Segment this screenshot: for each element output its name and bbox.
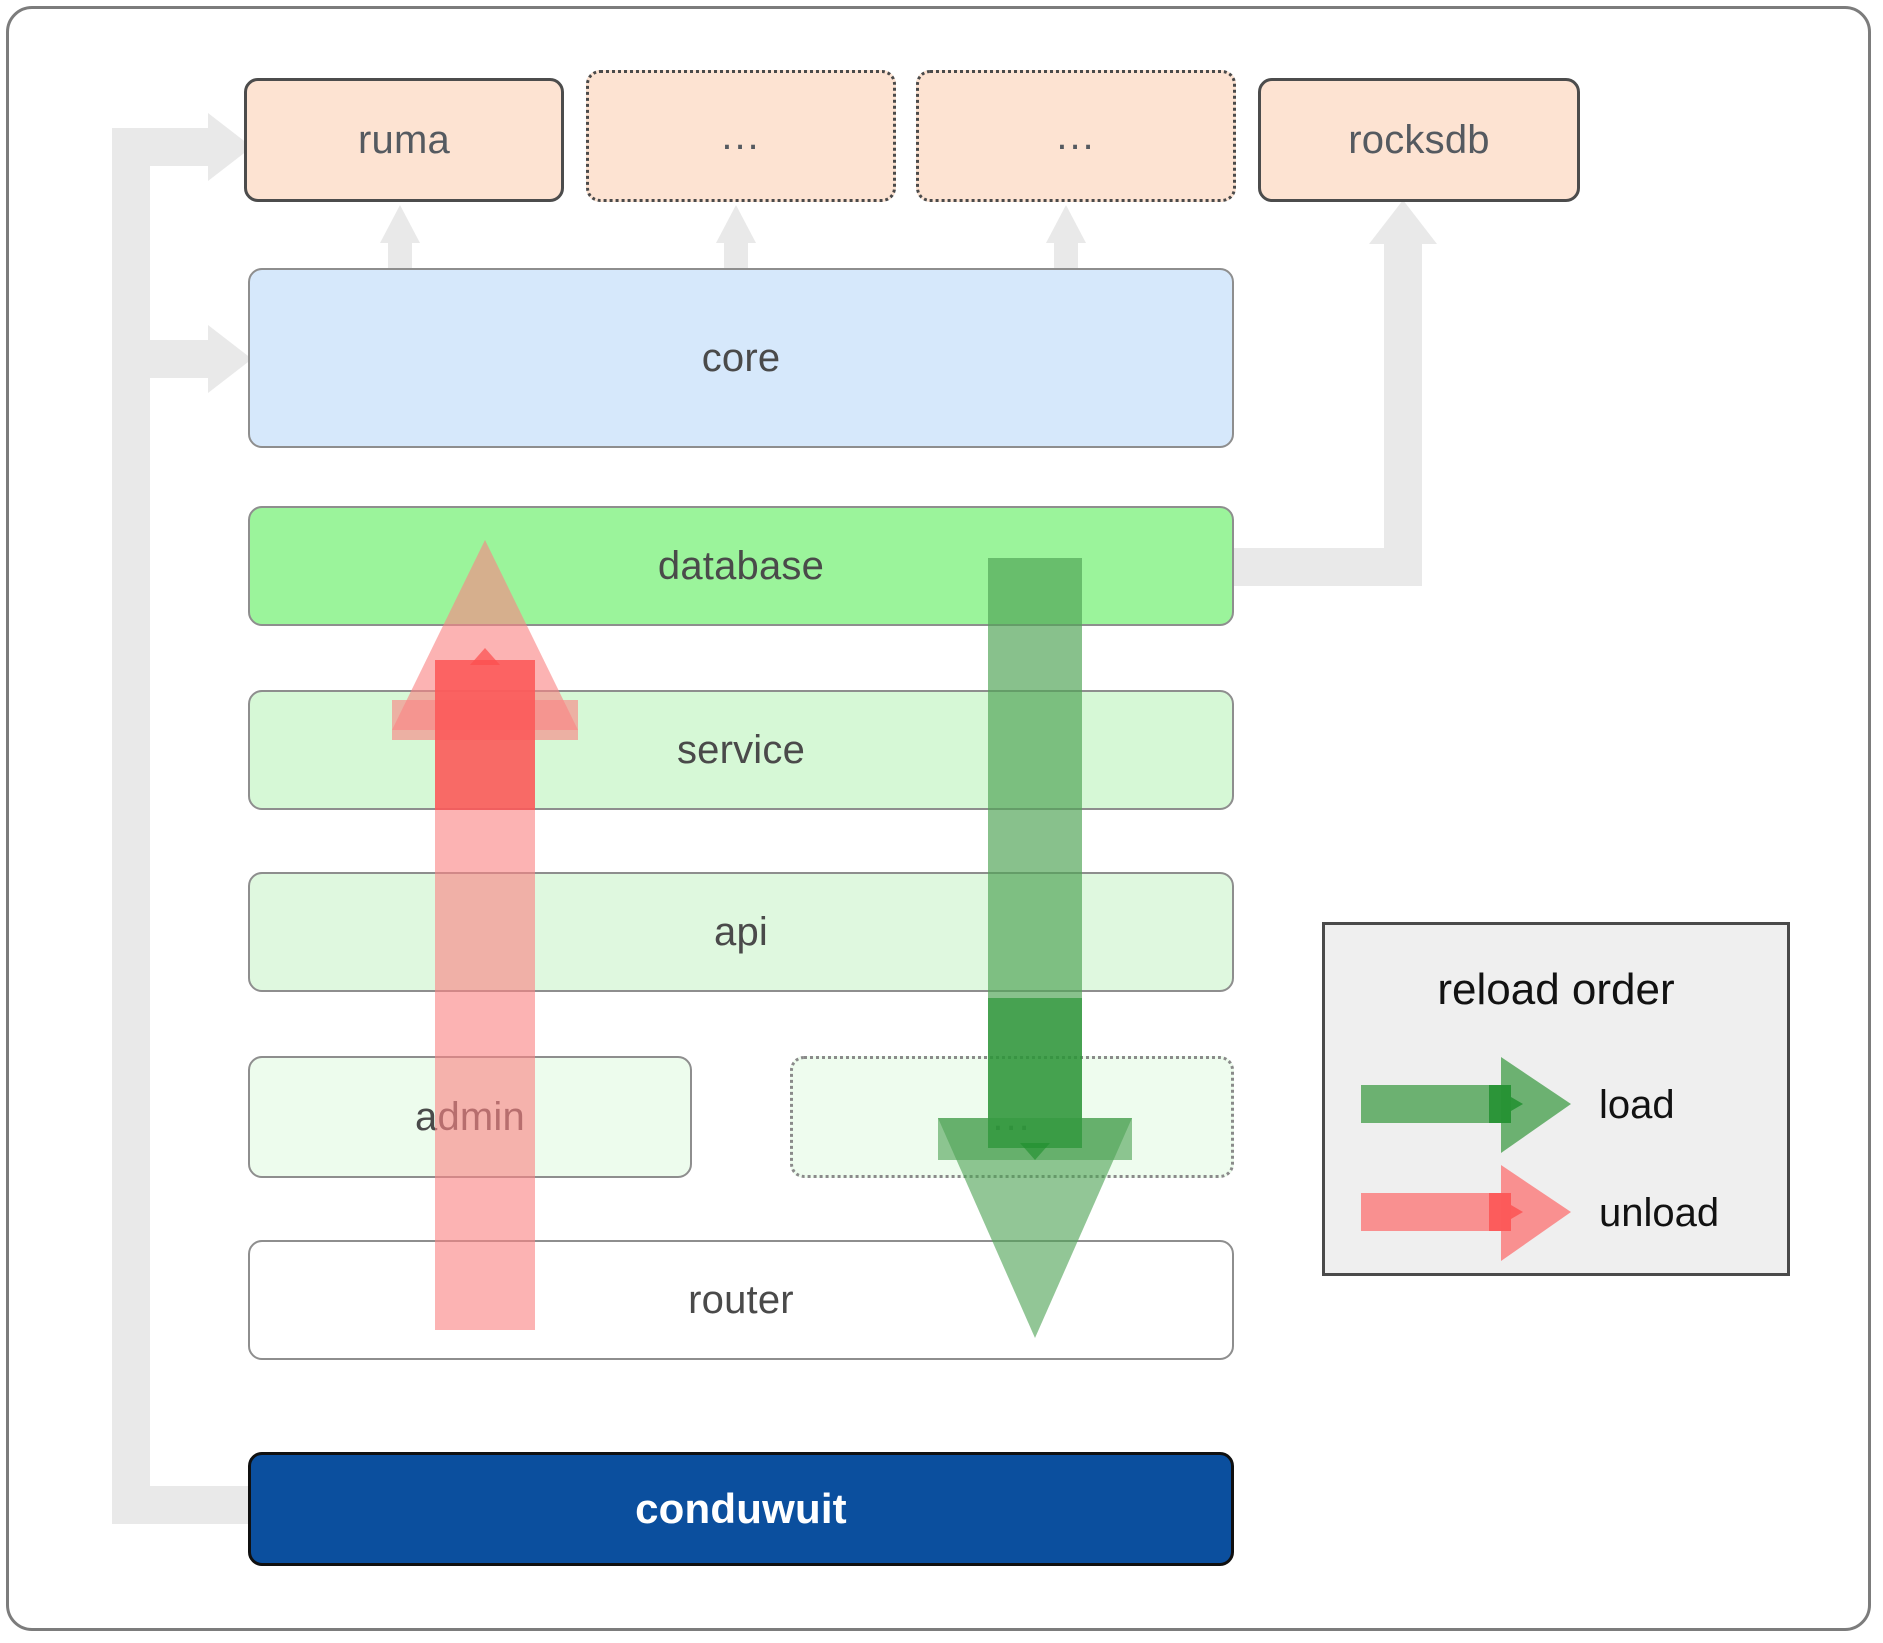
load-legend-arrow-icon: [1361, 1057, 1571, 1153]
layer-api-label: api: [714, 909, 768, 954]
crate-stub-1-label: ...: [721, 113, 761, 158]
crate-ruma[interactable]: ruma: [244, 78, 564, 202]
layer-admin[interactable]: admin: [248, 1056, 692, 1178]
crate-stub-2-label: ...: [1056, 113, 1096, 158]
connector-arrowhead-core-to-stub1: [716, 205, 756, 243]
connector-spine-vertical: [112, 128, 150, 1524]
connector-arrowhead-core-to-ruma: [380, 205, 420, 243]
connector-arrowhead-rocksdb: [1369, 200, 1437, 244]
unload-legend-arrow-icon: [1361, 1165, 1571, 1261]
binary-conduwuit[interactable]: conduwuit: [248, 1452, 1234, 1566]
crate-stub-1[interactable]: ...: [586, 70, 896, 202]
layer-service[interactable]: service: [248, 690, 1234, 810]
diagram-frame: [6, 6, 1871, 1631]
binary-conduwuit-label: conduwuit: [635, 1485, 847, 1532]
connector-to-conduwuit: [112, 1486, 252, 1524]
layer-router-label: router: [688, 1277, 794, 1322]
crate-stub-2[interactable]: ...: [916, 70, 1236, 202]
crate-rocksdb[interactable]: rocksdb: [1258, 78, 1580, 202]
layer-database[interactable]: database: [248, 506, 1234, 626]
connector-arrowhead-core-to-stub2: [1046, 205, 1086, 243]
legend-row-unload: unload: [1361, 1165, 1719, 1261]
legend-label-load: load: [1599, 1082, 1675, 1127]
crate-ruma-label: ruma: [358, 117, 450, 162]
legend-row-load: load: [1361, 1057, 1675, 1153]
layer-stub[interactable]: ...: [790, 1056, 1234, 1178]
connector-branch-core: [112, 340, 222, 378]
connector-database-to-rocksdb-vertical: [1384, 238, 1422, 586]
legend-label-unload: unload: [1599, 1190, 1720, 1235]
layer-api[interactable]: api: [248, 872, 1234, 992]
layer-core-label: core: [701, 335, 781, 380]
connector-branch-ruma: [112, 128, 222, 166]
legend-title: reload order: [1437, 965, 1675, 1014]
connector-arrowhead-core: [208, 325, 252, 393]
layer-stub-label: ...: [992, 1094, 1032, 1139]
layer-database-label: database: [657, 543, 825, 588]
crate-rocksdb-label: rocksdb: [1348, 117, 1490, 162]
layer-service-label: service: [676, 727, 806, 772]
layer-router[interactable]: router: [248, 1240, 1234, 1360]
layer-core[interactable]: core: [248, 268, 1234, 448]
legend-reload-order: reload order load: [1322, 922, 1790, 1276]
layer-admin-label: admin: [415, 1094, 525, 1139]
